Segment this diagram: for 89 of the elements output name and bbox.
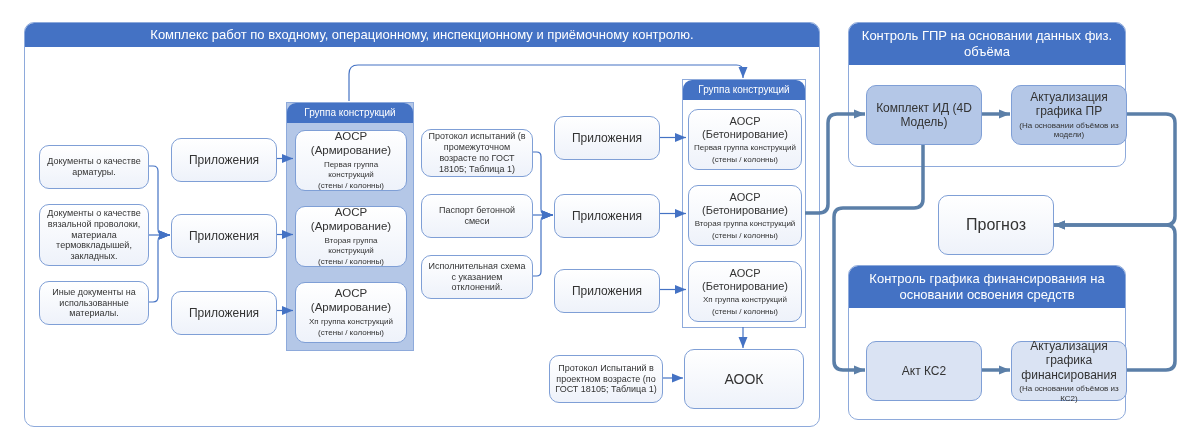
- arrow: [531, 210, 554, 277]
- box-note: Хп группа конструкций: [703, 295, 787, 305]
- panel-header: Группа конструкций: [287, 103, 413, 123]
- arrow: [658, 133, 687, 142]
- process-box: [554, 194, 660, 238]
- box-text: АОСР (Армирование): [309, 287, 393, 315]
- arrow: [981, 109, 1010, 119]
- arrow: [275, 306, 294, 315]
- box-text: Актуализация графика ПР: [1029, 90, 1109, 119]
- box-text: АОСР (Бетонирование): [701, 190, 789, 218]
- box-text: Приложения: [188, 152, 260, 168]
- process-box: [866, 85, 982, 145]
- process-box: [39, 145, 149, 189]
- box-text: Паспорт бетонной смеси: [437, 205, 516, 227]
- box-note: Первая группа конструкций: [694, 143, 796, 153]
- process-box: [938, 195, 1054, 255]
- box-text: Прогноз: [966, 215, 1026, 235]
- box-text: Приложения: [571, 208, 643, 224]
- box-text: Комплект ИД (4D Модель): [875, 100, 973, 130]
- box-note: (стены / колонны): [318, 257, 384, 267]
- box-text: Протокол Испытаний в проектном возрасте (по ГОСТ 18105; Таблица 1): [555, 362, 657, 396]
- process-box: [1011, 341, 1127, 401]
- arrow: [275, 230, 294, 239]
- group-panel: [682, 79, 806, 328]
- box-note: Хп группа конструкций: [309, 316, 393, 327]
- section-panel: [848, 22, 1126, 167]
- arrow: [738, 326, 748, 349]
- process-box: [866, 341, 982, 401]
- process-box: [421, 129, 533, 177]
- process-box: [171, 138, 277, 182]
- panel-header: Контроль графика финансирования на основании освоения средств: [849, 266, 1125, 308]
- process-box: [421, 255, 533, 299]
- box-note: (стены / колонны): [712, 230, 778, 241]
- box-text: Протокол испытаний (в промежуточном возрасте по ГОСТ 18105; Таблица 1): [427, 131, 527, 175]
- box-text: Исполнительная схема с указанием отклонений.: [427, 260, 527, 294]
- box-note: Вторая группа конструкций: [694, 219, 796, 229]
- arrow: [658, 285, 687, 294]
- process-box: [688, 261, 802, 322]
- arrow: [275, 154, 294, 163]
- box-text: Приложения: [571, 130, 643, 146]
- box-note: (На основании объёмов из модели): [1018, 120, 1120, 140]
- process-box: [295, 206, 407, 267]
- box-text: Документы о качестве вязальной проволоки, материала термовкладышей, закладных.: [46, 208, 142, 262]
- box-note: (стены / колонны): [712, 306, 778, 317]
- process-box: [39, 281, 149, 325]
- box-text: Акт КС2: [901, 363, 947, 379]
- box-text: Документы о качестве арматуры.: [46, 156, 142, 178]
- process-box: [554, 269, 660, 313]
- section-panel: [848, 265, 1126, 420]
- group-panel: [286, 102, 414, 351]
- box-text: Актуализация графика финансирования: [1020, 338, 1118, 382]
- arrow: [147, 230, 171, 303]
- box-note: Первая группа конструкций: [322, 159, 380, 180]
- box-note: (стены / колонны): [318, 181, 384, 191]
- process-box: [684, 349, 804, 409]
- box-note: (стены / колонны): [712, 154, 778, 165]
- box-text: Приложения: [188, 305, 260, 321]
- panel-header: Комплекс работ по входному, операционному, инспекционному и приёмочному контролю.: [25, 23, 819, 47]
- box-note: Вторая группа конструкций: [323, 235, 379, 256]
- process-box: [171, 214, 277, 258]
- process-box: [554, 116, 660, 160]
- box-note: (стены / колонны): [318, 328, 384, 338]
- arrow: [348, 64, 748, 102]
- process-box: [39, 204, 149, 266]
- panel-header: Контроль ГПР на основании данных физ. объёма: [849, 23, 1125, 65]
- process-box: [1011, 85, 1127, 145]
- box-text: Иные документы на использованные материалы.: [51, 286, 137, 320]
- arrow: [832, 144, 925, 375]
- box-note: (На основании объёмов из КС2): [1018, 384, 1120, 404]
- process-box: [171, 291, 277, 335]
- process-box: [295, 130, 407, 191]
- box-text: Приложения: [571, 283, 643, 299]
- box-text: АООК: [724, 370, 764, 388]
- box-text: АОСР (Армирование): [309, 130, 393, 158]
- section-panel: [24, 22, 820, 427]
- process-box: [688, 185, 802, 246]
- arrow: [981, 365, 1010, 375]
- panel-header: Группа конструкций: [683, 80, 805, 100]
- box-text: Приложения: [188, 228, 260, 244]
- process-box: [421, 194, 533, 238]
- process-box: [295, 282, 407, 343]
- box-text: АОСР (Бетонирование): [701, 114, 789, 142]
- process-box: [688, 109, 802, 170]
- arrow: [1054, 220, 1177, 372]
- arrow: [658, 209, 687, 218]
- box-text: АОСР (Армирование): [309, 206, 393, 234]
- arrow: [661, 373, 684, 383]
- process-box: [549, 355, 663, 403]
- box-text: АОСР (Бетонирование): [701, 266, 789, 294]
